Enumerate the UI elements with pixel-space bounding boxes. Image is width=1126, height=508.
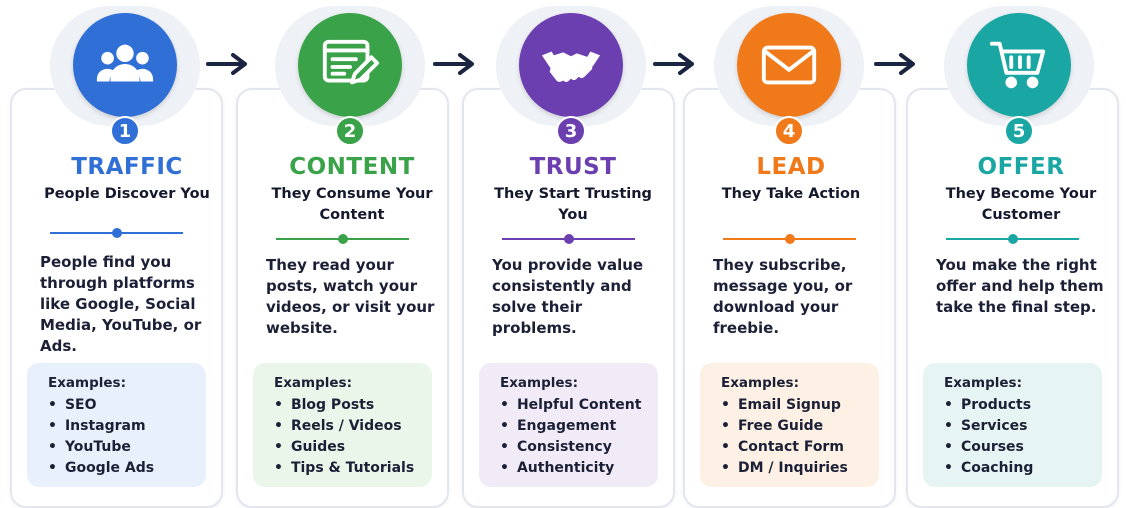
stage-subtitle: They Take Action xyxy=(721,186,861,202)
example-item: Instagram xyxy=(48,416,206,437)
stage-description: People find you through platforms like G… xyxy=(40,253,202,355)
example-item: Tips & Tutorials xyxy=(274,458,432,479)
stage-divider xyxy=(50,228,183,238)
stage-divider xyxy=(276,234,409,244)
examples-box: Examples: ProductsServicesCoursesCoachin… xyxy=(923,363,1102,487)
examples-heading: Examples: xyxy=(500,375,578,391)
example-item: Free Guide xyxy=(721,416,879,437)
stage-subtitle: They Become Your Customer xyxy=(945,186,1097,223)
divider-dot xyxy=(563,234,574,244)
examples-list: SEOInstagramYouTubeGoogle Ads xyxy=(48,395,206,479)
example-item: Courses xyxy=(944,437,1102,458)
step-number-badge: 4 xyxy=(774,116,804,146)
stage-title: OFFER xyxy=(977,154,1065,180)
examples-heading: Examples: xyxy=(721,375,799,391)
example-item: Consistency xyxy=(500,437,658,458)
stage-title: TRUST xyxy=(529,154,617,180)
handshake-icon xyxy=(519,13,623,117)
example-item: Engagement xyxy=(500,416,658,437)
example-item: Reels / Videos xyxy=(274,416,432,437)
examples-heading: Examples: xyxy=(48,375,126,391)
step-number-badge: 3 xyxy=(556,116,586,146)
example-item: Authenticity xyxy=(500,458,658,479)
envelope-icon xyxy=(737,13,841,117)
examples-box: Examples: Helpful ContentEngagementConsi… xyxy=(479,363,658,487)
example-item: Blog Posts xyxy=(274,395,432,416)
examples-box: Examples: SEOInstagramYouTubeGoogle Ads xyxy=(27,363,206,487)
step-number-badge: 2 xyxy=(335,116,365,146)
browser-edit-icon xyxy=(298,13,402,117)
stage-description: They subscribe, message you, or download… xyxy=(713,256,853,337)
stage-divider xyxy=(502,234,635,244)
examples-heading: Examples: xyxy=(274,375,352,391)
example-item: Products xyxy=(944,395,1102,416)
stage-card-offer: OFFER They Become Your Customer You make… xyxy=(906,88,1119,508)
example-item: Contact Form xyxy=(721,437,879,458)
examples-list: Helpful ContentEngagementConsistencyAuth… xyxy=(500,395,658,479)
arrow-right-icon xyxy=(433,53,474,75)
stage-description: You provide value consistently and solve… xyxy=(492,256,644,337)
example-item: SEO xyxy=(48,395,206,416)
divider-dot xyxy=(1007,234,1018,244)
example-item: Google Ads xyxy=(48,458,206,479)
example-item: DM / Inquiries xyxy=(721,458,879,479)
users-icon xyxy=(73,13,177,117)
stage-card-trust: TRUST They Start Trusting You You provid… xyxy=(462,88,675,508)
stage-subtitle: They Consume Your Content xyxy=(271,186,433,223)
stage-divider xyxy=(946,234,1079,244)
stage-divider xyxy=(723,234,856,244)
examples-list: Blog PostsReels / VideosGuidesTips & Tut… xyxy=(274,395,432,479)
example-item: Helpful Content xyxy=(500,395,658,416)
example-item: Coaching xyxy=(944,458,1102,479)
example-item: Services xyxy=(944,416,1102,437)
divider-dot xyxy=(337,234,348,244)
divider-dot xyxy=(784,234,795,244)
stage-description: You make the right offer and help them t… xyxy=(936,256,1104,316)
stage-title: CONTENT xyxy=(289,154,415,180)
example-item: Email Signup xyxy=(721,395,879,416)
stage-description: They read your posts, watch your videos,… xyxy=(266,256,435,337)
stage-title: LEAD xyxy=(756,154,826,180)
stage-card-lead: LEAD They Take Action They subscribe, me… xyxy=(683,88,896,508)
arrow-right-icon xyxy=(874,53,915,75)
examples-list: Email SignupFree GuideContact FormDM / I… xyxy=(721,395,879,479)
examples-box: Examples: Blog PostsReels / VideosGuides… xyxy=(253,363,432,487)
stage-subtitle: They Start Trusting You xyxy=(494,186,652,223)
arrow-right-icon xyxy=(653,53,694,75)
step-number-badge: 5 xyxy=(1004,116,1034,146)
stage-card-content: CONTENT They Consume Your Content They r… xyxy=(236,88,449,508)
examples-box: Examples: Email SignupFree GuideContact … xyxy=(700,363,879,487)
stage-title: TRAFFIC xyxy=(71,154,183,180)
examples-heading: Examples: xyxy=(944,375,1022,391)
stage-card-traffic: TRAFFIC People Discover You People find … xyxy=(10,88,223,508)
example-item: YouTube xyxy=(48,437,206,458)
step-number-badge: 1 xyxy=(110,116,140,146)
example-item: Guides xyxy=(274,437,432,458)
stage-subtitle: People Discover You xyxy=(44,186,210,202)
arrow-right-icon xyxy=(206,53,247,75)
examples-list: ProductsServicesCoursesCoaching xyxy=(944,395,1102,479)
divider-dot xyxy=(111,228,122,238)
cart-icon xyxy=(967,13,1071,117)
